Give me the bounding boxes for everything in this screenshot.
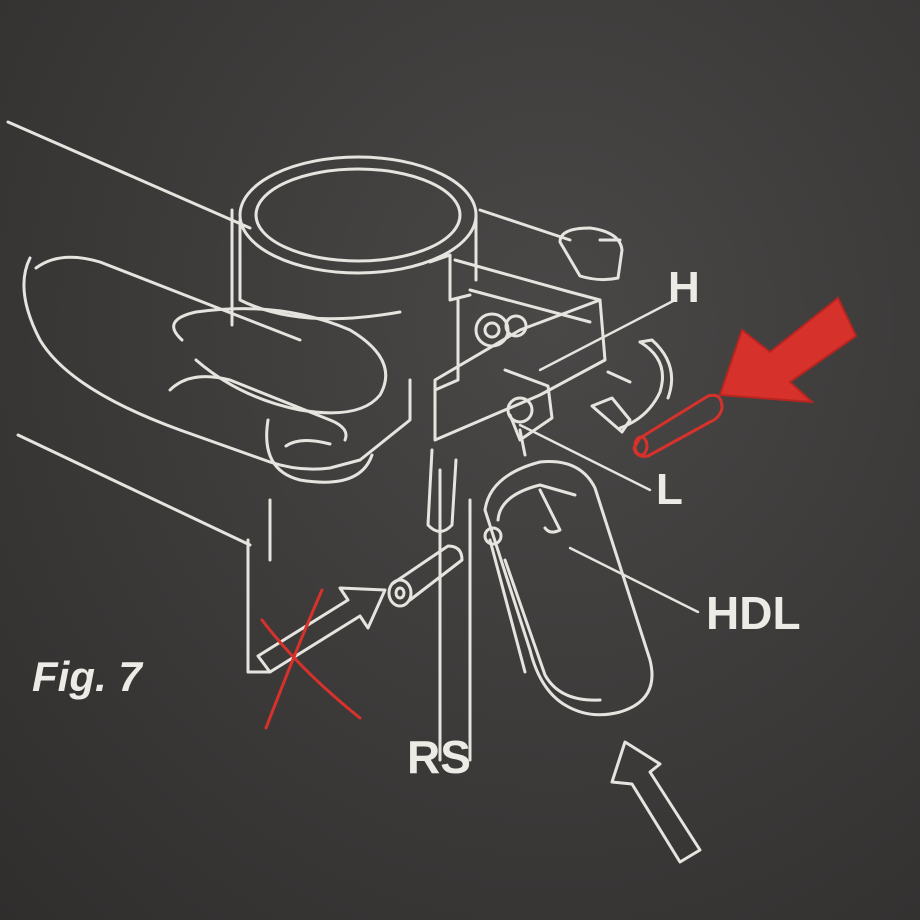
rotation-arrow-icon [590, 338, 674, 434]
red-arrow-icon [718, 296, 858, 404]
frame-tube [6, 120, 572, 547]
handle-hdl [483, 460, 654, 717]
arrow-icon [256, 586, 387, 674]
label-l: L [656, 465, 683, 514]
seat-tube [230, 208, 472, 762]
clamp-collar [238, 155, 478, 321]
arrow-icon [610, 740, 702, 864]
label-h: H [668, 263, 700, 312]
figure-caption: Fig. 7 [32, 653, 142, 700]
cross-out-icon [260, 588, 362, 730]
bracket-mechanism [426, 226, 624, 533]
quick-release-lever [22, 255, 412, 484]
label-rs: RS [407, 731, 471, 783]
roll-pin-rs [387, 544, 464, 608]
leader-lines [438, 298, 700, 727]
red-pin-outline [632, 393, 724, 458]
label-hdl: HDL [706, 587, 801, 639]
